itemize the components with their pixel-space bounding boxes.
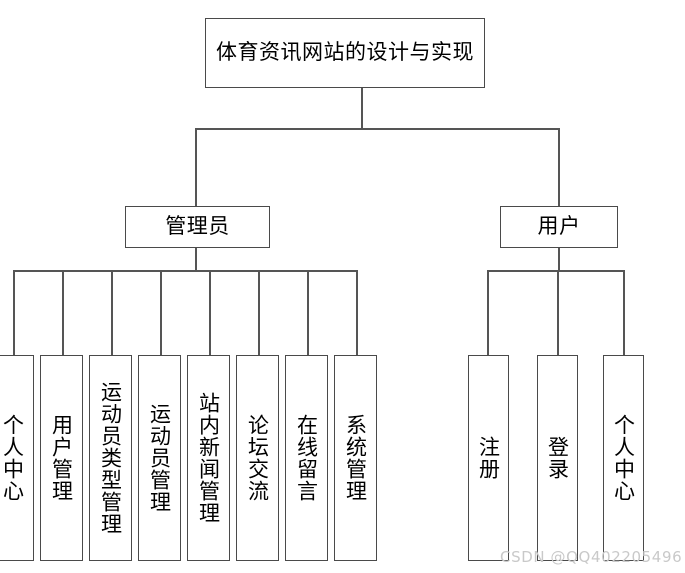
node-user[interactable]: 用户: [500, 206, 618, 248]
connector-admin-leaf-3: [111, 270, 113, 356]
connector-admin-leaf-7: [307, 270, 309, 356]
node-admin-leaf-online-message[interactable]: 在线留言: [285, 355, 328, 561]
node-admin-leaf-site-news-management[interactable]: 站内新闻管理: [187, 355, 230, 561]
connector-user-leaf-2: [557, 270, 559, 356]
connector-admin-stem: [195, 248, 197, 272]
node-admin-leaf-system-management[interactable]: 系统管理: [334, 355, 377, 561]
connector-level2-bus: [195, 128, 560, 130]
node-user-leaf-personal-center[interactable]: 个人中心: [603, 355, 644, 561]
node-admin-leaf-site-news-management-label: 站内新闻管理: [196, 392, 221, 524]
node-admin-leaf-online-message-label: 在线留言: [294, 414, 319, 502]
connector-to-admin: [195, 128, 197, 206]
node-admin-leaf-system-management-label: 系统管理: [343, 414, 368, 502]
node-user-leaf-login-label: 登录: [545, 436, 570, 480]
node-admin-leaf-user-management[interactable]: 用户管理: [40, 355, 83, 561]
node-admin-leaf-athlete-type-management-label: 运动员类型管理: [98, 381, 123, 535]
connector-user-leaf-bus: [487, 270, 625, 272]
connector-admin-leaf-4: [160, 270, 162, 356]
connector-to-user: [558, 128, 560, 206]
node-user-label: 用户: [537, 214, 581, 239]
connector-admin-leaf-8: [356, 270, 358, 356]
node-admin-label: 管理员: [165, 214, 230, 239]
connector-admin-leaf-6: [258, 270, 260, 356]
node-user-leaf-personal-center-label: 个人中心: [611, 414, 636, 502]
node-admin-leaf-forum-label: 论坛交流: [245, 414, 270, 502]
connector-user-leaf-1: [487, 270, 489, 356]
node-user-leaf-login[interactable]: 登录: [537, 355, 578, 561]
connector-admin-leaf-2: [62, 270, 64, 356]
node-admin-leaf-athlete-type-management[interactable]: 运动员类型管理: [89, 355, 132, 561]
node-admin-leaf-personal-center[interactable]: 个人中心: [0, 355, 34, 561]
connector-root-stem: [361, 88, 363, 129]
node-admin-leaf-user-management-label: 用户管理: [49, 414, 74, 502]
node-admin-leaf-forum[interactable]: 论坛交流: [236, 355, 279, 561]
node-root[interactable]: 体育资讯网站的设计与实现: [205, 18, 485, 88]
node-admin-leaf-athlete-management-label: 运动员管理: [147, 403, 172, 513]
node-admin-leaf-personal-center-label: 个人中心: [0, 414, 25, 502]
connector-user-stem: [558, 248, 560, 272]
node-admin-leaf-athlete-management[interactable]: 运动员管理: [138, 355, 181, 561]
connector-user-leaf-3: [623, 270, 625, 356]
node-user-leaf-register-label: 注册: [476, 436, 501, 480]
node-root-label: 体育资讯网站的设计与实现: [216, 40, 474, 65]
node-user-leaf-register[interactable]: 注册: [468, 355, 509, 561]
connector-admin-leaf-bus: [13, 270, 358, 272]
watermark: CSDN @QQ402205496: [500, 548, 683, 566]
connector-admin-leaf-1: [13, 270, 15, 356]
connector-admin-leaf-5: [209, 270, 211, 356]
node-admin[interactable]: 管理员: [125, 206, 270, 248]
